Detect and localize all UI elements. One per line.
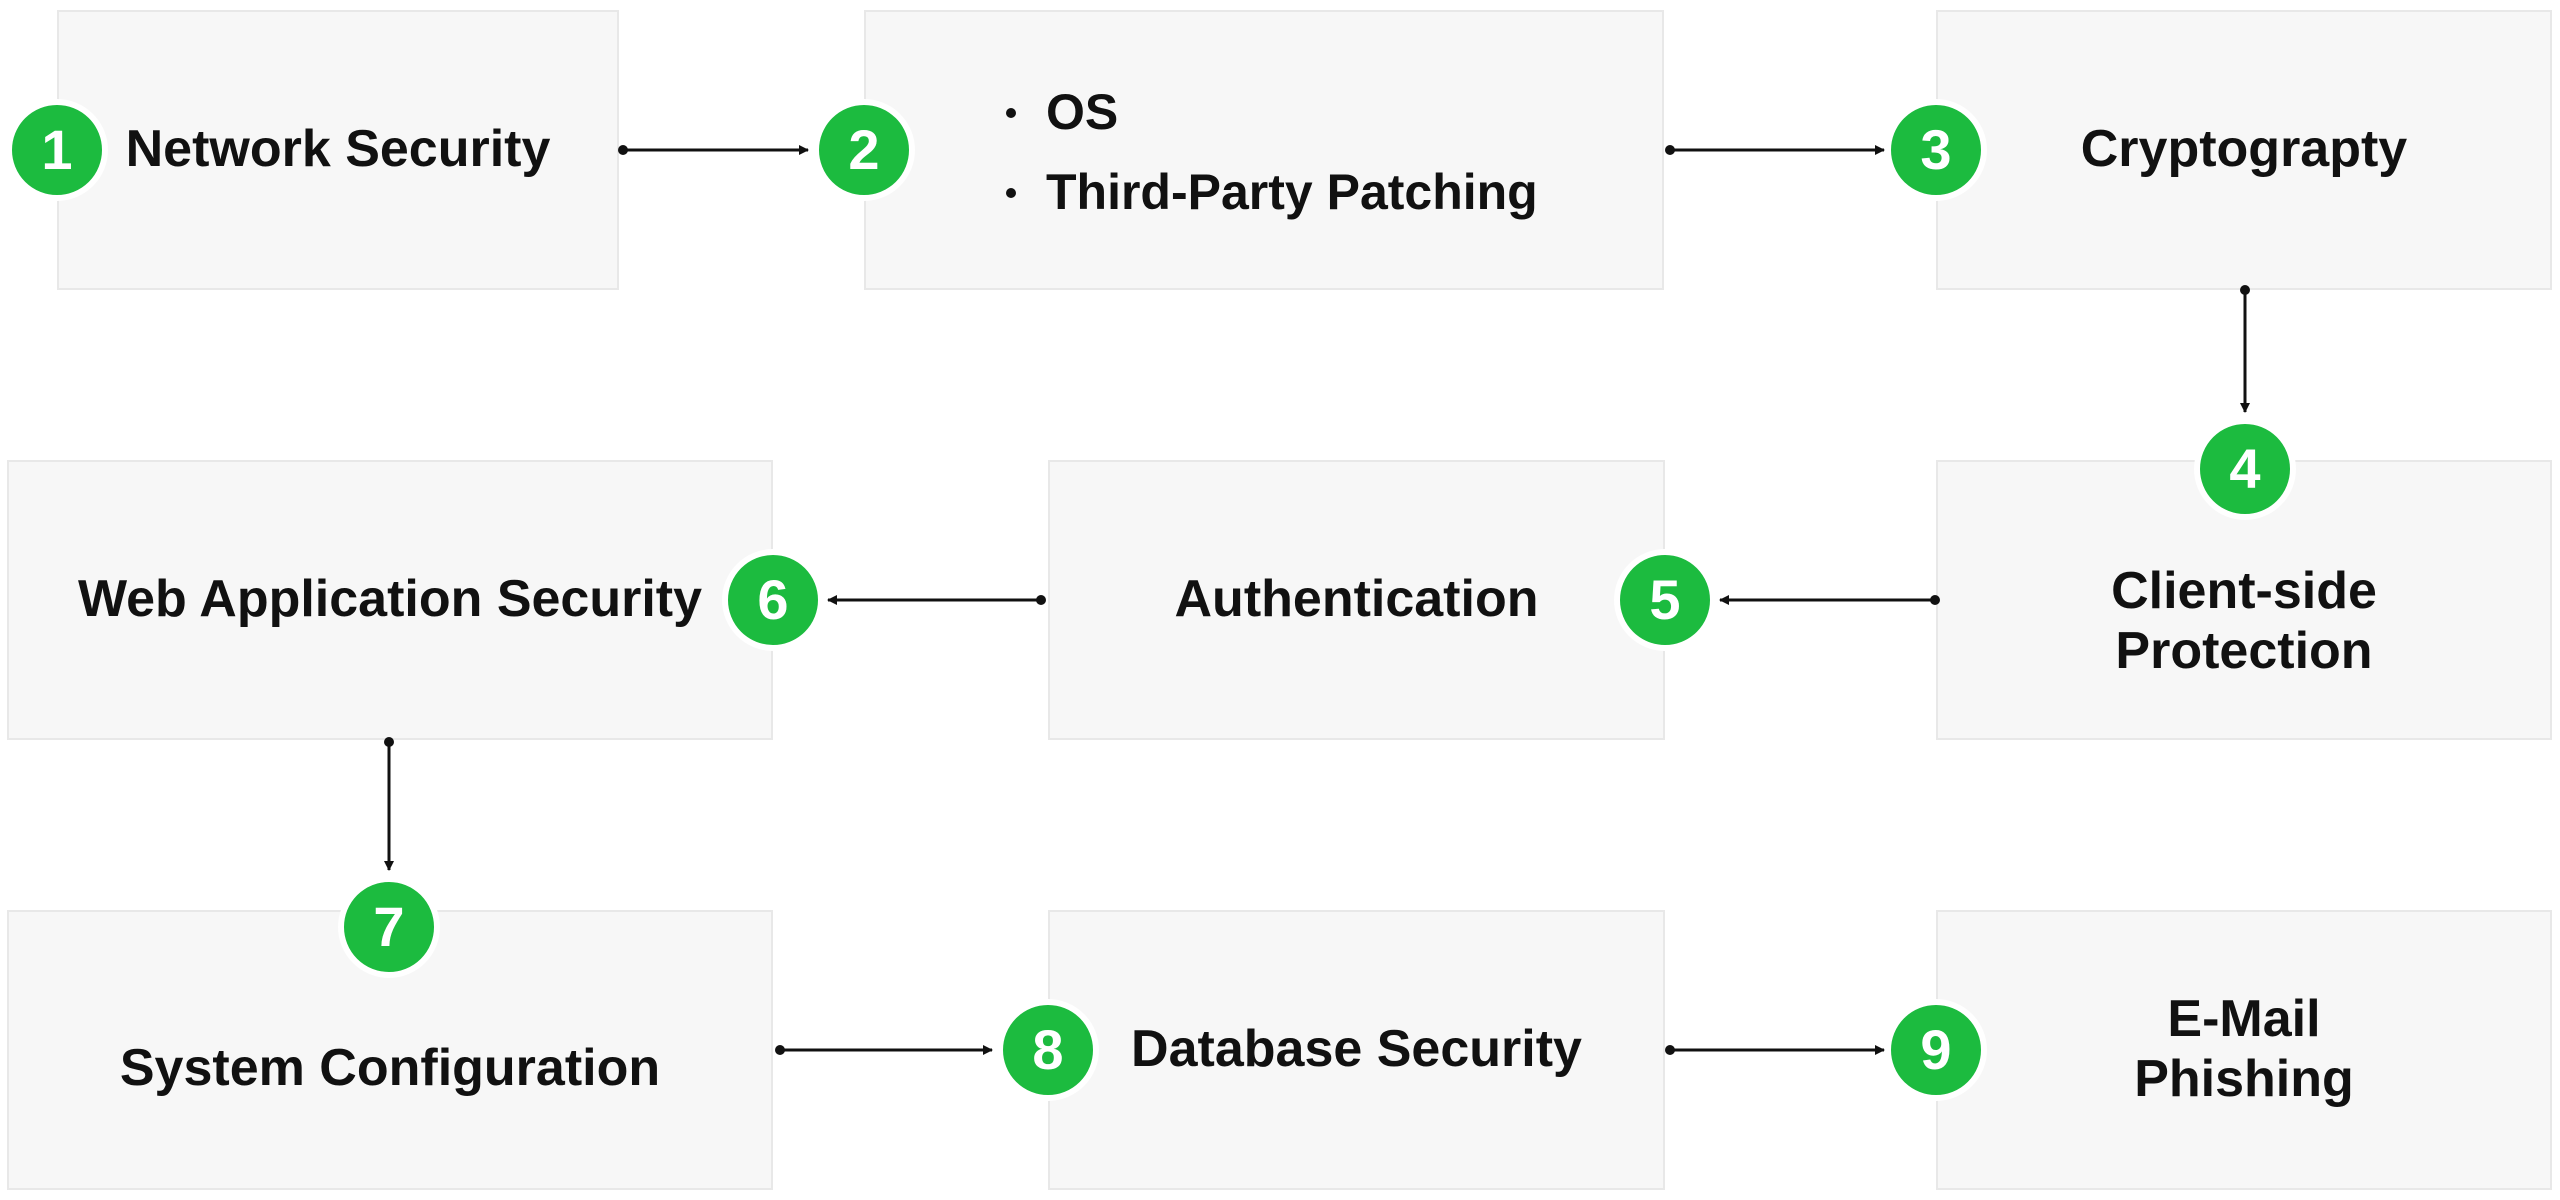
step-box-cryptography: Cryptograpty bbox=[1936, 10, 2552, 290]
step-number-badge: 8 bbox=[997, 999, 1099, 1101]
arrow-2-to-3 bbox=[1665, 145, 1885, 155]
step-number-badge: 6 bbox=[722, 549, 824, 651]
arrow-8-to-9 bbox=[1665, 1045, 1885, 1055]
arrow-1-to-2 bbox=[618, 145, 809, 155]
step-box-web-application-security: Web Application Security bbox=[7, 460, 773, 740]
step-number-badge: 9 bbox=[1885, 999, 1987, 1101]
step-label: Client-side Protection bbox=[2111, 562, 2377, 681]
step-box-email-phishing: E-Mail Phishing bbox=[1936, 910, 2552, 1190]
step-label: System Configuration bbox=[119, 1039, 661, 1098]
step-label: Cryptograpty bbox=[2080, 120, 2408, 179]
step-label: E-Mail Phishing bbox=[2134, 990, 2354, 1108]
step-number-badge: 7 bbox=[338, 876, 440, 978]
step-number-badge: 4 bbox=[2194, 418, 2296, 520]
arrow-6-to-7 bbox=[384, 737, 394, 871]
step-number-badge: 5 bbox=[1614, 549, 1716, 651]
bullet-list: OS Third-Party Patching bbox=[1006, 72, 1538, 232]
step-box-database-security: Database Security bbox=[1048, 910, 1665, 1190]
step-label: Authentication bbox=[1174, 570, 1539, 629]
bullet-item-third-party-patching: Third-Party Patching bbox=[1006, 152, 1538, 232]
step-box-network-security: Network Security bbox=[57, 10, 619, 290]
step-number-badge: 3 bbox=[1885, 99, 1987, 201]
step-box-authentication: Authentication bbox=[1048, 460, 1665, 740]
arrow-5-to-6 bbox=[827, 595, 1046, 605]
step-number-badge: 2 bbox=[813, 99, 915, 201]
step-number-badge: 1 bbox=[6, 99, 108, 201]
step-box-patching: OS Third-Party Patching bbox=[864, 10, 1664, 290]
bullet-item-os: OS bbox=[1006, 72, 1538, 152]
arrow-3-to-4 bbox=[2240, 285, 2250, 413]
step-label: Web Application Security bbox=[77, 570, 703, 629]
step-label: Database Security bbox=[1131, 1020, 1582, 1079]
step-label: Network Security bbox=[125, 120, 551, 179]
arrow-4-to-5 bbox=[1719, 595, 1940, 605]
arrow-7-to-8 bbox=[775, 1045, 993, 1055]
